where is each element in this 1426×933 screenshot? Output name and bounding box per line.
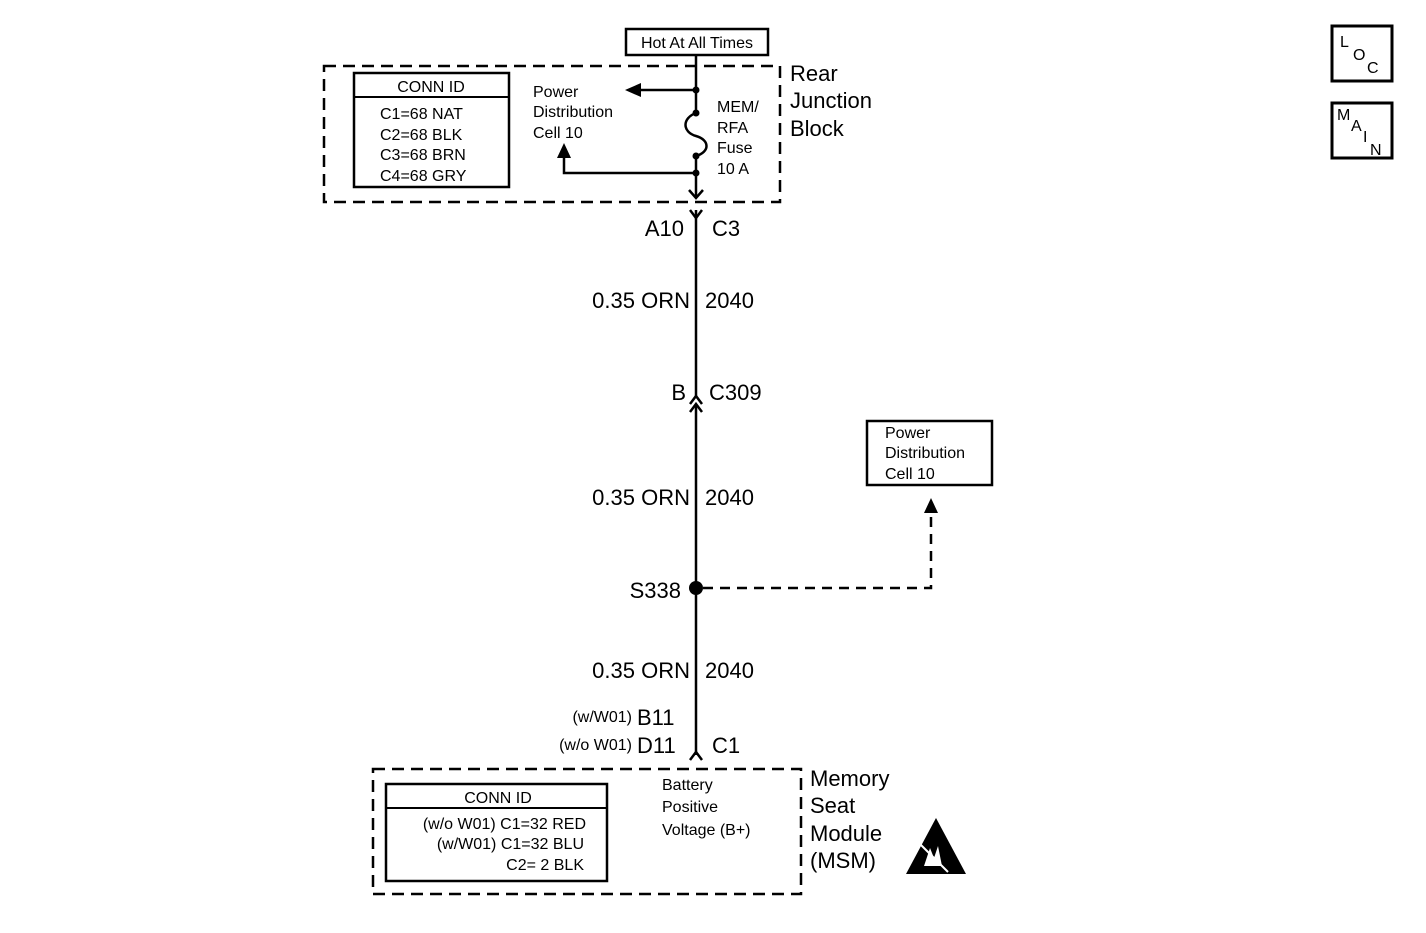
- main-letter: N: [1370, 142, 1382, 159]
- power-distribution-box: Power Distribution Cell 10: [865, 419, 994, 487]
- rjb-conn-id-row: C1=68 NAT: [380, 106, 463, 123]
- loc-button[interactable]: L O C: [1330, 24, 1394, 83]
- rjb-name-line-2: Junction: [790, 88, 872, 113]
- msm-name-label: Memory Seat Module (MSM): [810, 766, 889, 873]
- wire-circuit-label: 2040: [705, 658, 754, 683]
- main-letter: I: [1363, 129, 1367, 146]
- wire-gauge-color-label: 0.35 ORN: [592, 288, 690, 313]
- arrow-left-icon: [625, 83, 641, 97]
- rjb-conn-id-row: C4=68 GRY: [380, 168, 467, 185]
- msm-name-line-3: Module: [810, 821, 882, 846]
- main-circuit-wire: [689, 209, 703, 761]
- rjb-power-dist-line-2: Distribution: [533, 104, 613, 121]
- hot-at-all-times-label: Hot At All Times: [624, 27, 770, 57]
- main-letter: M: [1337, 107, 1350, 124]
- rjb-conn-id-row: C2=68 BLK: [380, 127, 463, 144]
- rjb-power-dist-line-1: Power: [533, 84, 579, 101]
- msm-pin-label: D11: [637, 733, 676, 758]
- msm-pin-option-prefix: (w/W01): [572, 709, 632, 726]
- msm-terminal-line-1: Battery: [662, 777, 713, 794]
- main-button[interactable]: M A I N: [1330, 101, 1394, 160]
- inline-connector-pin-label: B: [671, 380, 686, 405]
- rjb-conn-id-box: CONN ID C1=68 NAT C2=68 BLK C3=68 BRN C4…: [352, 71, 511, 189]
- msm-conn-id-title: CONN ID: [464, 790, 532, 807]
- arrow-up-icon: [924, 498, 938, 513]
- rear-junction-block-label: Rear Junction Block: [790, 61, 872, 141]
- msm-conn-id-row: C2= 2 BLK: [506, 857, 584, 874]
- fuse-label-line-4: 10 A: [717, 161, 749, 178]
- msm-name-line-1: Memory: [810, 766, 889, 791]
- rjb-power-dist-line-3: Cell 10: [533, 125, 583, 142]
- wire-circuit-label: 2040: [705, 288, 754, 313]
- fuse-label: MEM/ RFA Fuse 10 A: [717, 99, 759, 178]
- msm-terminal-line-3: Voltage (B+): [662, 822, 751, 839]
- splice-branch-wire: [703, 513, 933, 590]
- fuse-label-line-3: Fuse: [717, 140, 753, 157]
- power-dist-box-line-1: Power: [885, 425, 931, 442]
- msm-terminal-label: Battery Positive Voltage (B+): [662, 777, 751, 839]
- fuse-label-line-1: MEM/: [717, 99, 759, 116]
- splice-label: S338: [630, 578, 681, 603]
- splice-dot: [689, 581, 703, 595]
- rjb-conn-id-row: C3=68 BRN: [380, 147, 466, 164]
- msm-terminal-line-2: Positive: [662, 799, 718, 816]
- hot-at-all-times-text: Hot At All Times: [641, 35, 753, 52]
- msm-connector-label: C1: [712, 733, 740, 758]
- rjb-connector-label: C3: [712, 216, 740, 241]
- msm-name-line-4: (MSM): [810, 848, 876, 873]
- wire-gauge-color-label: 0.35 ORN: [592, 658, 690, 683]
- rjb-name-line-1: Rear: [790, 61, 838, 86]
- inline-connector-label: C309: [709, 380, 762, 405]
- rjb-dots: [557, 83, 700, 177]
- rear-junction-block-outline: [322, 64, 782, 204]
- wire-gauge-color-label: 0.35 ORN: [592, 485, 690, 510]
- msm-conn-id-box: CONN ID (w/o W01) C1=32 RED (w/W01) C1=3…: [384, 782, 609, 883]
- loc-letter: L: [1340, 34, 1349, 51]
- msm-name-line-2: Seat: [810, 793, 855, 818]
- msm-pin-option-prefix: (w/o W01): [559, 737, 632, 754]
- rjb-internal-wiring: [562, 55, 708, 200]
- rjb-power-distribution-label: Power Distribution Cell 10: [533, 84, 613, 142]
- rjb-conn-id-title: CONN ID: [397, 79, 465, 96]
- wire-circuit-label: 2040: [705, 485, 754, 510]
- fuse-label-line-2: RFA: [717, 120, 748, 137]
- main-letter: A: [1351, 118, 1362, 135]
- rjb-pin-label: A10: [645, 216, 684, 241]
- power-dist-box-line-2: Distribution: [885, 445, 965, 462]
- esd-sensitive-icon: [906, 818, 966, 874]
- loc-letter: C: [1367, 60, 1379, 77]
- loc-letter: O: [1353, 47, 1365, 64]
- msm-conn-id-row: (w/o W01) C1=32 RED: [423, 816, 586, 833]
- memory-seat-module-outline: [371, 767, 803, 896]
- power-dist-box-line-3: Cell 10: [885, 466, 935, 483]
- arrow-up-icon: [557, 143, 571, 158]
- msm-pin-label: B11: [637, 705, 675, 730]
- rjb-name-line-3: Block: [790, 116, 845, 141]
- msm-conn-id-row: (w/W01) C1=32 BLU: [437, 836, 584, 853]
